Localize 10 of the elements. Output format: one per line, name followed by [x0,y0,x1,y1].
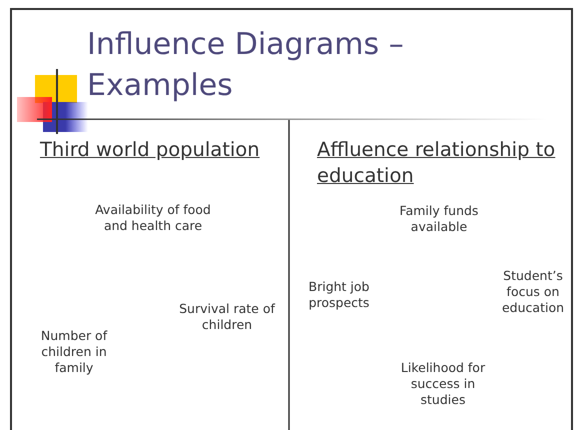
section-heading: Third world population [40,137,261,163]
factor-text: Student’s focus on education [500,268,566,316]
factor-text: Survival rate of children [178,301,276,333]
factor-text: Likelihood for success in studies [400,360,486,408]
section-heading: Affluence relationship to education [317,137,556,189]
slide-title: Influence Diagrams – Examples [87,26,405,105]
factor-text: Family funds available [398,203,480,235]
factor-text: Availability of food and health care [94,202,212,234]
factor-text: Bright job prospects [308,279,370,311]
factor-text: Number of children in family [40,328,108,376]
